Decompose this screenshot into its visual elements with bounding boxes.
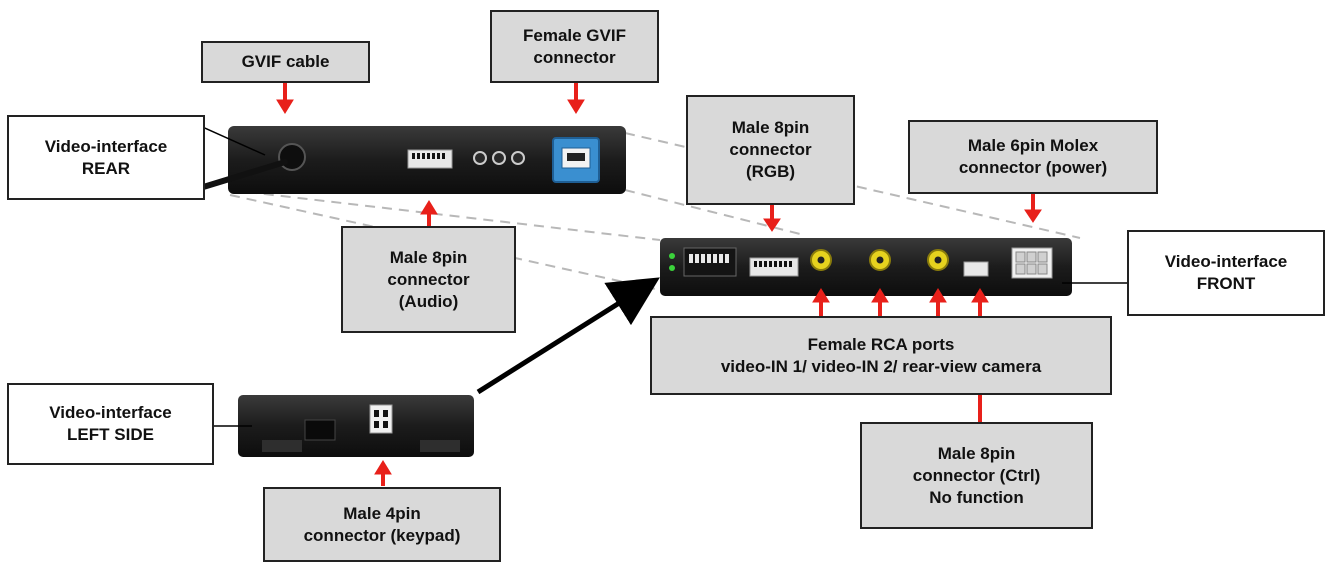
label-male-8pin-rgb: Male 8pin connector (RGB): [686, 95, 855, 205]
label-line: Male 4pin: [343, 503, 421, 523]
red-arrow-rgb: [763, 204, 781, 232]
label-line: Male 8pin: [731, 118, 810, 137]
red-arrow-ctrl: [971, 288, 989, 316]
rear-led-1: [473, 151, 487, 165]
red-arrow-molex: [1024, 194, 1042, 223]
label-line: connector: [729, 140, 812, 159]
gvif-cable-jack: [278, 143, 306, 171]
red-arrow-audio: [420, 200, 438, 226]
dip-switch-levers: [689, 254, 729, 263]
left-to-front-arrow: [476, 277, 660, 395]
label-line: FRONT: [1196, 274, 1256, 293]
label-line: Male 8pin: [937, 443, 1016, 463]
red-arrow-rca-1: [812, 288, 830, 316]
rca-port-video-in-1: [810, 249, 832, 271]
label-line: Female GVIF: [523, 25, 626, 45]
label-line: connector (keypad): [303, 525, 461, 545]
keypad-4pin-slot: [304, 419, 336, 441]
label-line: connector: [533, 47, 616, 67]
keypad-4pin-port: [369, 404, 393, 434]
label-line: Video-interface: [1164, 252, 1288, 271]
ctrl-8pin-port: [963, 261, 989, 277]
audio-8pin-pins: [412, 153, 445, 159]
rca-port-rear-camera: [927, 249, 949, 271]
red-arrow-rca-3: [929, 288, 947, 316]
leader-lines: [197, 124, 1127, 427]
rgb-8pin-pins: [754, 261, 792, 267]
label-line: Video-interface: [49, 403, 172, 422]
label-male-6pin-molex: Male 6pin Molex connector (power): [908, 120, 1158, 194]
label-line: LEFT SIDE: [67, 425, 154, 444]
device-front: [660, 238, 1072, 296]
label-line: connector (Ctrl): [912, 465, 1041, 485]
red-arrow-rca-2: [871, 288, 889, 316]
rca-port-video-in-2: [869, 249, 891, 271]
rear-led-3: [511, 151, 525, 165]
device-left-side: [238, 395, 474, 457]
device-rear: [197, 126, 626, 194]
label-line: GVIF cable: [241, 52, 330, 71]
label-line: connector (power): [958, 158, 1108, 177]
front-led-green-2: [669, 265, 675, 271]
front-led-green-1: [669, 253, 675, 259]
gvif-cable-wire: [197, 159, 288, 191]
label-line: REAR: [81, 158, 131, 178]
label-line: connector: [387, 269, 470, 289]
red-arrows: [276, 82, 1042, 486]
rear-led-2: [492, 151, 506, 165]
red-arrow-female-gvif: [567, 82, 585, 114]
label-gvif-cable: GVIF cable: [201, 41, 370, 83]
label-line: Female RCA ports: [807, 334, 955, 354]
label-line: No function: [929, 487, 1024, 507]
label-line: Male 6pin Molex: [967, 136, 1099, 155]
red-arrow-keypad: [374, 460, 392, 486]
label-line: Male 8pin: [389, 247, 468, 267]
molex-6pin-pins: [1015, 251, 1048, 275]
red-arrow-gvif-cable: [276, 82, 294, 114]
label-line: (RGB): [745, 162, 796, 181]
label-line: video-IN 1/ video-IN 2/ rear-view camera: [720, 356, 1042, 376]
label-line: (Audio): [398, 291, 459, 311]
label-line: Video-interface: [44, 136, 168, 156]
